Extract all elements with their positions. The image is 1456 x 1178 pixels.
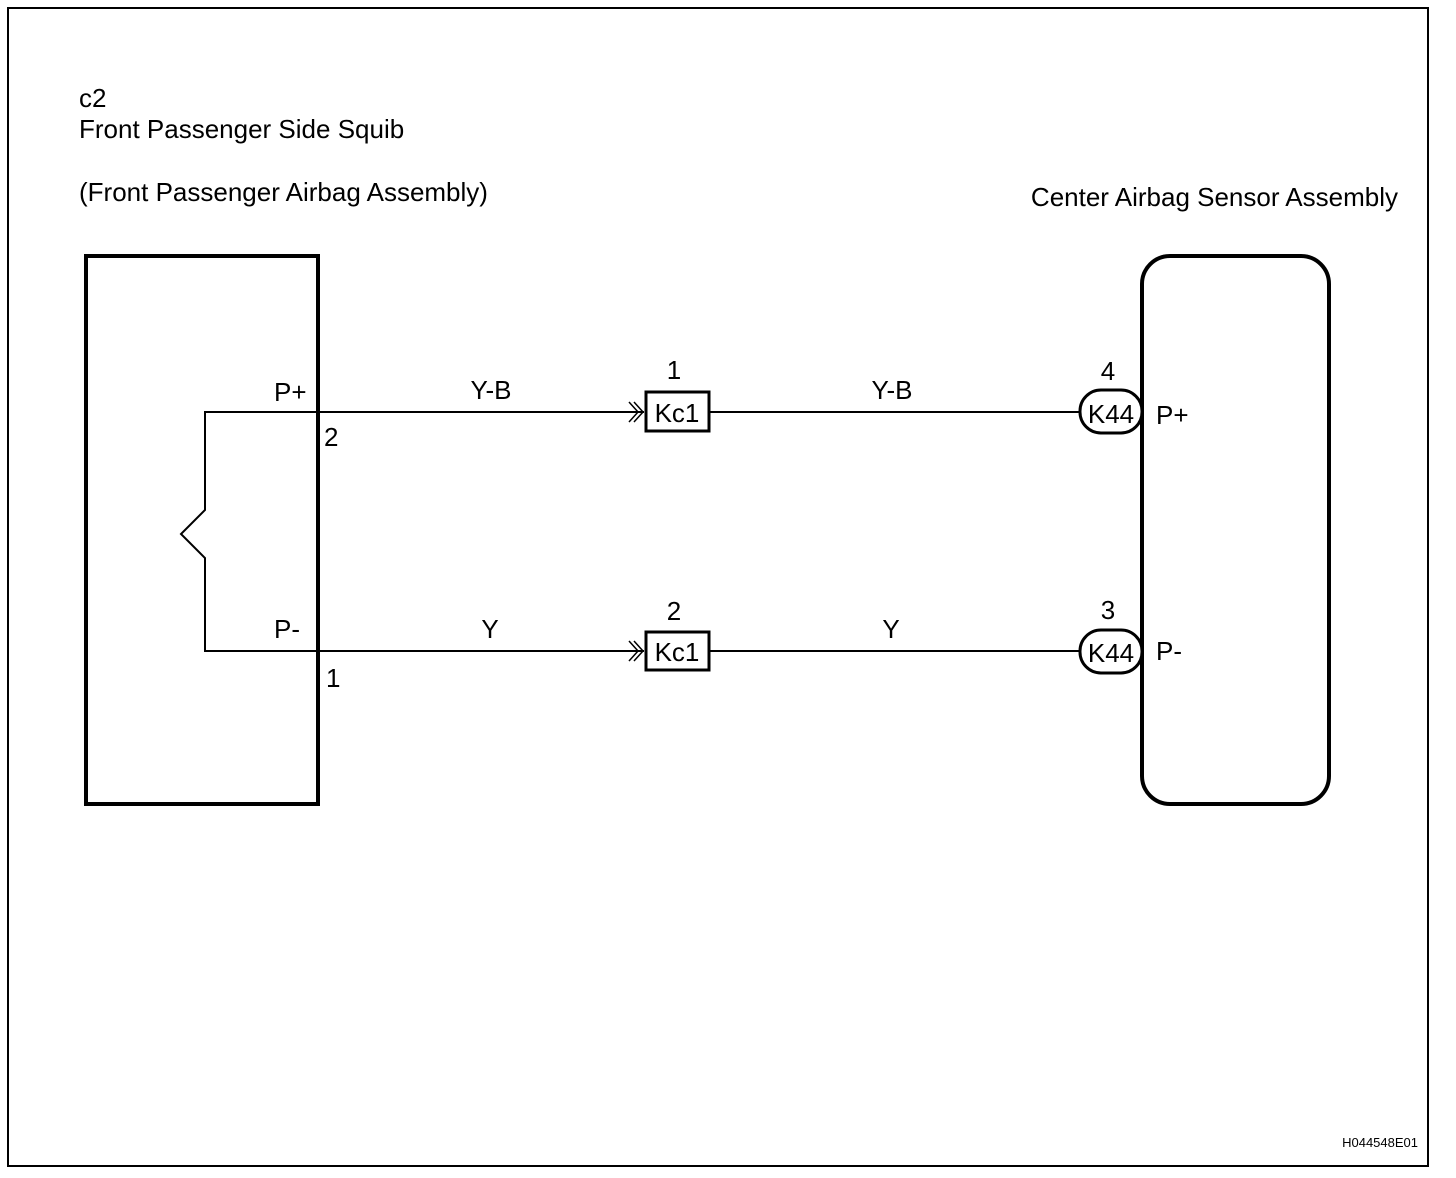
left-component-assembly: (Front Passenger Airbag Assembly) [79, 177, 488, 207]
left-component-code: c2 [79, 83, 106, 113]
wire-upper-right-color: Y-B [872, 375, 913, 405]
wire-lower-right-color: Y [882, 614, 899, 644]
sensor-pin-upper-number: 4 [1101, 356, 1115, 386]
left-pin-p-minus-label: P- [274, 614, 300, 644]
left-pin-p-plus-number: 2 [324, 422, 338, 452]
sensor-connector-lower-label: K44 [1088, 638, 1134, 668]
right-component-name: Center Airbag Sensor Assembly [1031, 182, 1398, 212]
junction-lower-arrow-2 [633, 640, 645, 662]
sensor-pin-lower-number: 3 [1101, 595, 1115, 625]
junction-lower-arrow-1 [628, 640, 640, 662]
diagram-frame [7, 7, 1429, 1167]
left-component-name: Front Passenger Side Squib [79, 114, 404, 144]
figure-id: H044548E01 [1342, 1135, 1418, 1150]
junction-lower-connector: Kc1 [655, 637, 700, 667]
junction-lower-box [644, 630, 711, 672]
junction-upper-arrow-2 [633, 401, 645, 423]
sensor-connector-upper [1078, 388, 1144, 435]
sensor-connector-upper-label: K44 [1088, 399, 1134, 429]
left-pin-p-minus-number: 1 [326, 663, 340, 693]
left-pin-p-plus-label: P+ [274, 377, 307, 407]
junction-upper-connector: Kc1 [655, 398, 700, 428]
sensor-connector-lower [1078, 628, 1144, 675]
squib-box [84, 254, 320, 806]
wire-lower-left-color: Y [481, 614, 498, 644]
sensor-pin-p-plus-label: P+ [1156, 400, 1189, 430]
wire-upper-left-color: Y-B [471, 375, 512, 405]
sensor-pin-p-minus-label: P- [1156, 636, 1182, 666]
junction-upper-arrow-1 [628, 401, 640, 423]
squib-symbol [179, 411, 318, 652]
junction-upper-number: 1 [667, 355, 681, 385]
sensor-box [1140, 254, 1331, 806]
junction-lower-number: 2 [667, 596, 681, 626]
